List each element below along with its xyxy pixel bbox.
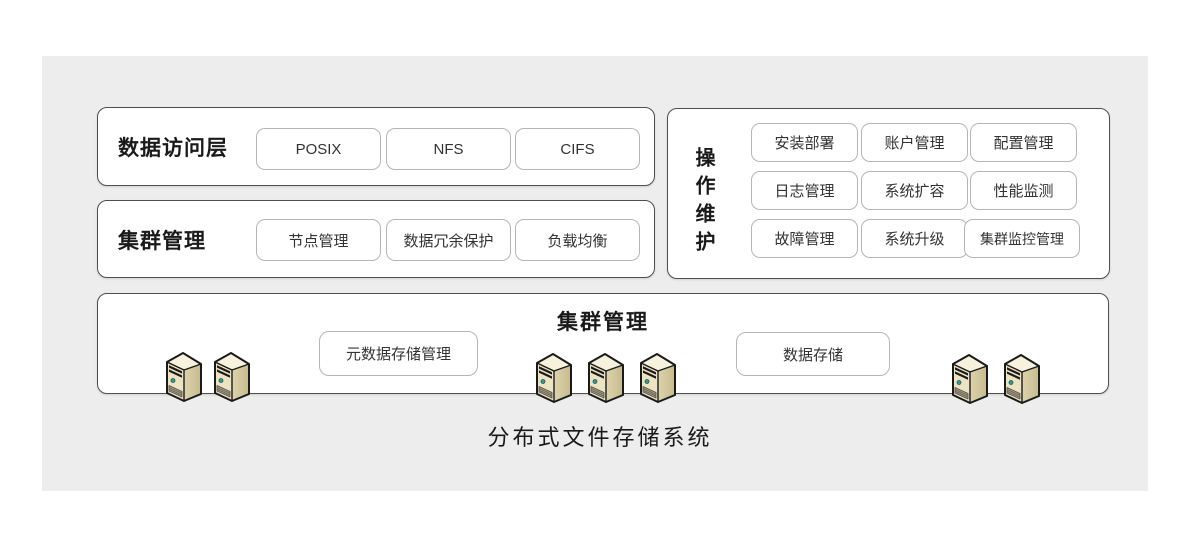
box-config-management: 配置管理 <box>970 123 1077 162</box>
server-icon <box>640 353 676 403</box>
box-install-deploy: 安装部署 <box>751 123 858 162</box>
server-icon <box>214 352 250 402</box>
box-account-management: 账户管理 <box>861 123 968 162</box>
panel-operations-maintenance: 操作维护 安装部署 账户管理 配置管理 日志管理 系统扩容 性能监测 故障管理 … <box>667 108 1110 279</box>
server-icon <box>1004 354 1040 404</box>
server-icon <box>952 354 988 404</box>
server-icon <box>166 352 202 402</box>
storage-cluster-title: 集群管理 <box>557 311 649 334</box>
panel-cluster-management: 集群管理 节点管理 数据冗余保护 负载均衡 <box>97 200 655 278</box>
box-posix: POSIX <box>256 128 381 170</box>
box-nfs: NFS <box>386 128 511 170</box>
box-data-storage: 数据存储 <box>736 332 890 376</box>
diagram-caption: 分布式文件存储系统 <box>487 425 713 450</box>
box-system-upgrade: 系统升级 <box>861 219 968 258</box>
box-system-expansion: 系统扩容 <box>861 171 968 210</box>
panel-cluster-label: 集群管理 <box>118 230 206 253</box>
panel-ops-label: 操作维护 <box>692 147 714 259</box>
panel-data-access-layer: 数据访问层 POSIX NFS CIFS <box>97 107 655 186</box>
box-cluster-monitoring-management: 集群监控管理 <box>964 219 1080 258</box>
panel-data-access-label: 数据访问层 <box>118 137 228 160</box>
box-metadata-storage-management: 元数据存储管理 <box>319 331 478 376</box>
box-node-management: 节点管理 <box>256 219 381 261</box>
box-data-redundancy: 数据冗余保护 <box>386 219 511 261</box>
box-fault-management: 故障管理 <box>751 219 858 258</box>
panel-storage-cluster: 集群管理 元数据存储管理 数据存储 <box>97 293 1109 394</box>
box-log-management: 日志管理 <box>751 171 858 210</box>
server-icon <box>588 353 624 403</box>
box-load-balancing: 负载均衡 <box>515 219 640 261</box>
server-icon <box>536 353 572 403</box>
box-performance-monitoring: 性能监测 <box>970 171 1077 210</box>
box-cifs: CIFS <box>515 128 640 170</box>
